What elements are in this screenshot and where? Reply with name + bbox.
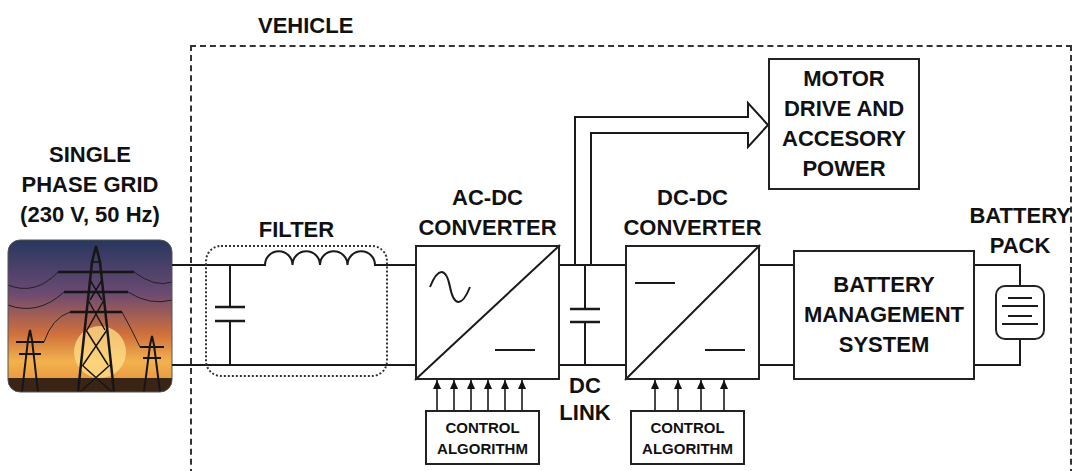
block-text: MOTOR DRIVE AND ACCESORY POWER — [774, 64, 914, 184]
power-flow-arrow — [575, 103, 768, 265]
dc-link-capacitor — [570, 309, 600, 322]
ac-dc-symbol — [415, 245, 560, 380]
vehicle-boundary: VEHICLEFILTERAC-DC CONVERTERCONTROL ALGO… — [190, 45, 1072, 471]
power-grid-picture: SINGLE PHASE GRID (230 V, 50 Hz) — [8, 240, 172, 392]
block-heading: SINGLE PHASE GRID (230 V, 50 Hz) — [11, 140, 169, 230]
connector — [437, 380, 522, 410]
power-grid-picture — [8, 272, 58, 288]
wire — [453, 380, 455, 410]
connector — [655, 380, 724, 410]
power-grid-picture — [8, 378, 172, 392]
filter-circuit — [205, 251, 388, 265]
block-heading: VEHICLE — [258, 11, 353, 41]
power-grid-picture — [134, 272, 172, 284]
dc-dc-symbol — [635, 282, 675, 284]
wire — [975, 340, 1020, 365]
dc-dc-symbol — [625, 245, 760, 380]
block-text: CONTROL ALGORITHM — [433, 417, 533, 459]
power-grid-picture — [8, 272, 172, 347]
block-text: CONTROL ALGORITHM — [638, 417, 738, 459]
control-box: CONTROL ALGORITHM — [425, 410, 540, 465]
block-heading: AC-DC CONVERTER — [410, 183, 565, 243]
power-grid-picture — [16, 246, 164, 392]
power-grid-picture — [16, 330, 44, 392]
battery-cells — [1002, 298, 1038, 324]
filter-block: FILTER — [205, 245, 388, 377]
power-grid-picture — [8, 240, 172, 392]
wire — [677, 380, 679, 410]
wire — [388, 264, 415, 266]
dc-link-capacitor — [584, 265, 586, 365]
wire — [521, 380, 523, 410]
wire — [388, 364, 415, 366]
dc-link-label: DC LINK — [559, 372, 610, 426]
load-box: MOTOR DRIVE AND ACCESORY POWER — [768, 58, 920, 190]
wire — [487, 380, 489, 410]
wire — [654, 380, 656, 410]
battery-symbol: BATTERY PACK — [995, 285, 1045, 340]
dc-dc-symbol — [625, 245, 760, 380]
wire — [760, 364, 793, 366]
block-heading: DC-DC CONVERTER — [615, 183, 770, 243]
block-heading: BATTERY PACK — [969, 201, 1070, 261]
connector — [760, 265, 793, 365]
power-grid-picture — [78, 246, 114, 392]
wire — [172, 264, 205, 266]
connector — [388, 265, 415, 365]
connector — [560, 265, 625, 365]
dc-link-capacitor — [570, 265, 600, 365]
block-heading: FILTER — [237, 215, 357, 245]
power-grid-picture — [8, 292, 64, 308]
picture-frame — [8, 240, 172, 392]
converter-box: AC-DC CONVERTER — [415, 245, 560, 380]
control-box: CONTROL ALGORITHM — [630, 410, 745, 465]
dc-dc-symbol — [705, 349, 745, 351]
wire — [172, 364, 205, 366]
ac-dc-symbol — [495, 349, 535, 351]
power-grid-picture — [140, 336, 164, 392]
power-grid-picture — [44, 312, 70, 342]
power-grid-picture — [58, 272, 134, 312]
bms-box: BATTERY MANAGEMENT SYSTEM — [793, 250, 975, 380]
converter-box: DC-DC CONVERTER — [625, 245, 760, 380]
power-grid-picture — [80, 262, 112, 392]
wire — [723, 380, 725, 410]
ac-dc-symbol — [430, 272, 470, 302]
wire — [560, 264, 625, 266]
wire — [560, 364, 625, 366]
filter-circuit — [215, 307, 245, 321]
ac-dc-symbol — [415, 245, 560, 380]
battery-cells — [1002, 298, 1038, 324]
connector — [560, 103, 768, 265]
filter-circuit — [229, 265, 231, 365]
wire — [504, 380, 506, 410]
connector — [975, 265, 1020, 365]
wire — [700, 380, 702, 410]
wire — [760, 264, 793, 266]
power-grid-picture — [8, 240, 172, 392]
power-grid-picture — [128, 292, 172, 302]
wire — [436, 380, 438, 410]
wire — [470, 380, 472, 410]
filter-circuit — [205, 364, 388, 366]
block-text: BATTERY MANAGEMENT SYSTEM — [800, 270, 968, 360]
power-grid-picture — [122, 312, 140, 347]
wire — [975, 265, 1020, 285]
filter-circuit — [205, 251, 388, 365]
connector — [172, 265, 205, 365]
